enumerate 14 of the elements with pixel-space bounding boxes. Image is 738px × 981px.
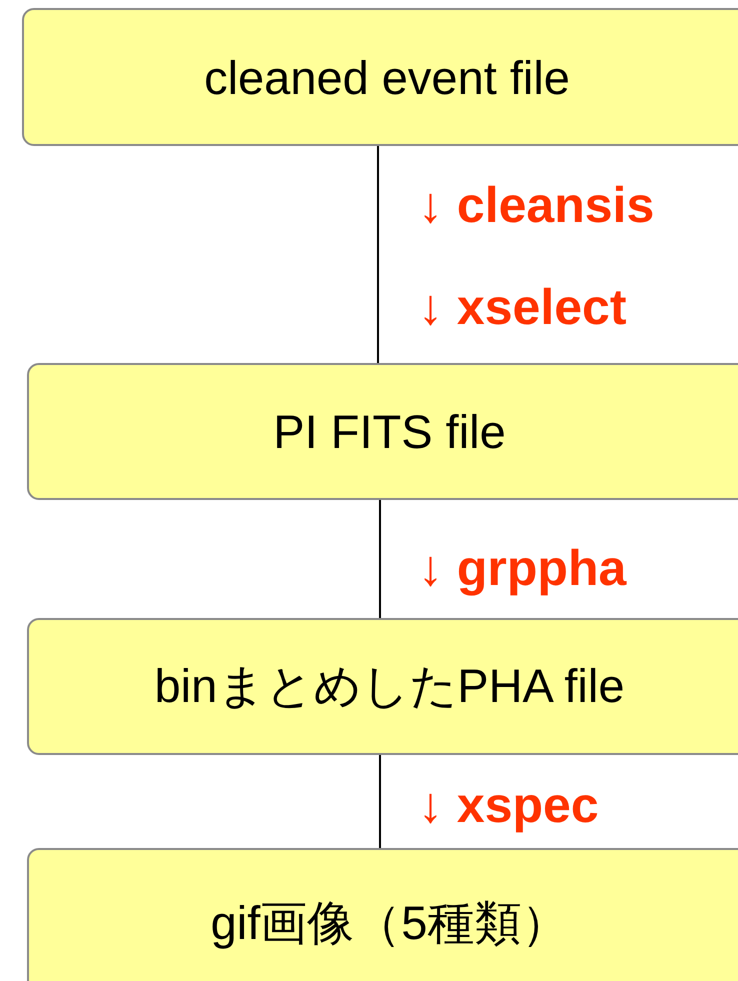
box-label: binまとめしたPHA file [154, 658, 624, 714]
box-label: cleaned event file [204, 50, 570, 104]
command-label: ↓ cleansis [418, 180, 654, 230]
process-box [27, 363, 738, 500]
box-label: gif画像（5種類） [210, 894, 568, 951]
command-label: ↓ xspec [418, 780, 599, 830]
box-label: PI FITS file [273, 404, 506, 459]
process-box [27, 618, 738, 755]
connector-line [379, 755, 381, 848]
command-label: ↓ xselect [418, 282, 626, 332]
connector-line [379, 500, 381, 618]
process-box [22, 8, 738, 146]
process-box [27, 848, 738, 981]
connector-line [377, 146, 379, 363]
